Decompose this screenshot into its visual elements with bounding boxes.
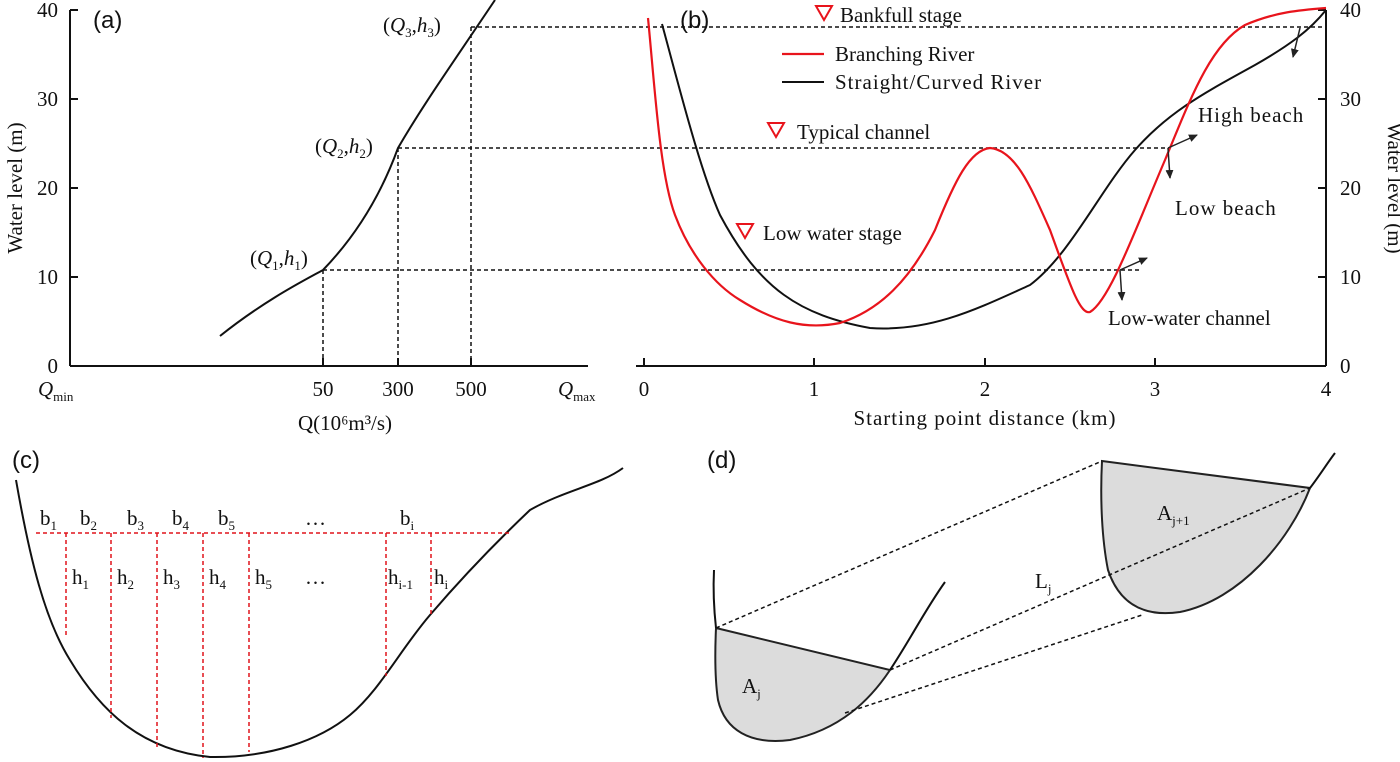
b-xtick-0: 0 bbox=[639, 377, 650, 401]
panel-d-label: (d) bbox=[707, 447, 736, 474]
hi-1-label: hi-1 bbox=[388, 565, 413, 592]
b-xtick-3: 3 bbox=[1150, 377, 1161, 401]
depth-labels: h1 h2 h3 h4 h5 … hi-1 hi bbox=[72, 565, 449, 592]
b-xtick-1: 1 bbox=[809, 377, 820, 401]
b-ytick-20: 20 bbox=[1340, 176, 1361, 200]
panel-b-label: (b) bbox=[680, 7, 709, 34]
far-right-bank bbox=[1309, 452, 1336, 489]
cross-section-profile bbox=[15, 467, 624, 759]
b-xtick-4: 4 bbox=[1321, 377, 1332, 401]
hi-label: hi bbox=[434, 565, 449, 592]
a-ytick-20: 20 bbox=[37, 176, 58, 200]
b-ytick-10: 10 bbox=[1340, 265, 1361, 289]
panel-d: (d) Aj Aj+1 Lj bbox=[707, 447, 1336, 742]
lowwater-triangle-icon bbox=[735, 223, 755, 241]
legend-straight: Straight/Curved River bbox=[835, 70, 1042, 94]
a-qmax: Qmax bbox=[558, 377, 596, 404]
point-q3-h3: (Q3,h3) bbox=[383, 13, 441, 40]
b2-label: b2 bbox=[80, 506, 97, 533]
annot-low-water-channel: Low-water channel bbox=[1108, 306, 1271, 330]
stage-bankfull: Bankfull stage bbox=[840, 3, 962, 27]
a-y-label: Water level (m) bbox=[3, 122, 27, 253]
a-x-label: Q(10⁶m³/s) bbox=[298, 411, 392, 435]
b1-label: b1 bbox=[40, 506, 57, 533]
h2-label: h2 bbox=[117, 565, 134, 592]
a-xtick-300: 300 bbox=[382, 377, 414, 401]
h5-label: h5 bbox=[255, 565, 272, 592]
rating-curve bbox=[219, 0, 496, 337]
point-q1-h1: (Q1,h1) bbox=[250, 246, 308, 273]
typical-triangle-icon bbox=[766, 122, 786, 140]
panel-c-label: (c) bbox=[12, 447, 40, 474]
length-label: Lj bbox=[1035, 569, 1051, 596]
h3-label: h3 bbox=[163, 565, 180, 592]
panel-a: (a) 0 10 20 30 40 Water level (m) 50 300… bbox=[3, 0, 1325, 435]
stage-typical: Typical channel bbox=[797, 120, 930, 144]
panel-b: (b) 0 1 2 3 4 Starting point distance (k… bbox=[636, 0, 1400, 430]
stage-low-water: Low water stage bbox=[763, 221, 902, 245]
b-ellipsis-label: … bbox=[305, 506, 326, 530]
legend-branching: Branching River bbox=[835, 42, 974, 66]
annot-high-beach: High beach bbox=[1198, 103, 1304, 127]
a-ytick-10: 10 bbox=[37, 265, 58, 289]
b-x-label: Starting point distance (km) bbox=[853, 406, 1116, 430]
annot-low-beach: Low beach bbox=[1175, 196, 1277, 220]
area-j1-section bbox=[1100, 459, 1312, 615]
panel-a-label: (a) bbox=[93, 7, 122, 34]
straight-river-profile bbox=[661, 9, 1327, 330]
area-j1-label: Aj+1 bbox=[1157, 501, 1190, 528]
a-qmin: Qmin bbox=[38, 377, 74, 404]
b4-label: b4 bbox=[172, 506, 190, 533]
b-ytick-30: 30 bbox=[1340, 87, 1361, 111]
branching-river-profile bbox=[646, 6, 1327, 327]
b-y-label: Water level (m) bbox=[1383, 122, 1400, 253]
area-j-label: Aj bbox=[742, 674, 761, 701]
h-ellipsis-label: … bbox=[305, 565, 326, 589]
bi-label: bi bbox=[400, 506, 415, 533]
a-ytick-30: 30 bbox=[37, 87, 58, 111]
b5-label: b5 bbox=[218, 506, 235, 533]
near-right-bank bbox=[889, 581, 946, 671]
point-q2-h2: (Q2,h2) bbox=[315, 134, 373, 161]
a-ytick-40: 40 bbox=[37, 0, 58, 22]
bankfull-triangle-icon bbox=[814, 5, 834, 23]
b-ytick-40: 40 bbox=[1340, 0, 1361, 22]
h4-label: h4 bbox=[209, 565, 227, 592]
a-xtick-500: 500 bbox=[455, 377, 487, 401]
b-ytick-0: 0 bbox=[1340, 354, 1351, 378]
panel-c: (c) b1 b2 b3 b4 b5 … bi h1 h2 h3 h4 h5 …… bbox=[12, 447, 624, 759]
width-labels: b1 b2 b3 b4 b5 … bi bbox=[40, 506, 415, 533]
near-left-bank bbox=[712, 569, 717, 629]
b3-label: b3 bbox=[127, 506, 144, 533]
panel-a-y-ticks: 0 10 20 30 40 bbox=[37, 0, 78, 378]
b-xtick-2: 2 bbox=[980, 377, 991, 401]
a-xtick-50: 50 bbox=[313, 377, 334, 401]
a-ytick-0: 0 bbox=[48, 354, 59, 378]
h1-label: h1 bbox=[72, 565, 89, 592]
